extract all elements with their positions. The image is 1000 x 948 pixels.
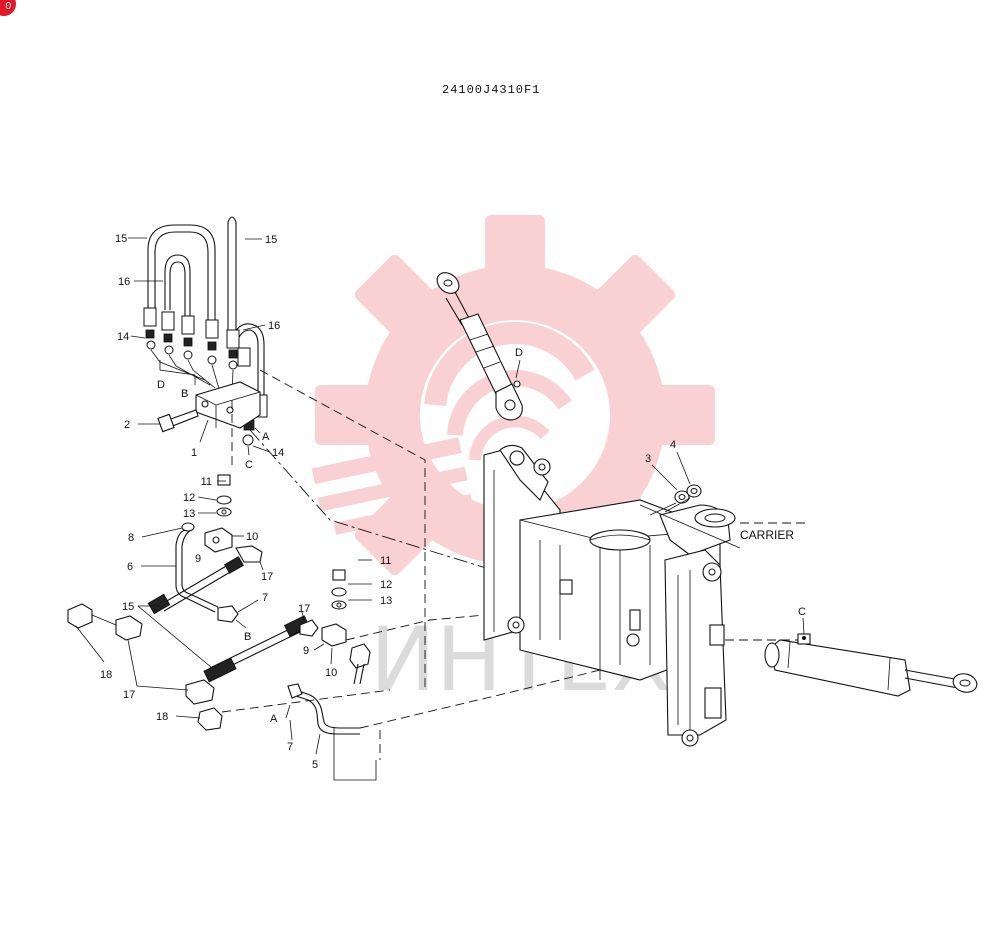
labels-upper: 15 15 16 16 14 D B A 14 C 2 1	[115, 233, 284, 471]
callout-15-right: 15	[265, 234, 277, 246]
callout-a-lower: A	[270, 713, 278, 725]
callout-c-upper: C	[245, 459, 253, 471]
callout-10-left: 10	[246, 531, 258, 543]
callout-17-center: 17	[298, 603, 310, 615]
callout-1: 1	[191, 447, 197, 459]
hose-assembly-upper	[143, 216, 268, 446]
carrier-label: CARRIER	[740, 528, 794, 542]
lower-cylinder	[764, 633, 978, 697]
callout-b-upper: B	[181, 388, 188, 400]
callout-10-center: 10	[325, 667, 337, 679]
callout-9-center: 9	[303, 645, 309, 657]
callout-17-mid: 17	[261, 571, 273, 583]
callout-17-lower: 17	[123, 689, 135, 701]
upper-cylinder	[436, 272, 523, 421]
labels-right: D 3 4 CARRIER C	[515, 347, 806, 635]
callout-4: 4	[670, 439, 676, 451]
callout-7-upper: 7	[262, 592, 268, 604]
carrier-bracket	[639, 504, 741, 747]
notification-badge: 0	[0, 0, 16, 16]
callout-9-left: 9	[195, 553, 201, 565]
callout-6: 6	[127, 561, 133, 573]
callout-13-center: 13	[380, 595, 392, 607]
callout-3: 3	[645, 453, 651, 465]
callout-12-left: 12	[183, 492, 195, 504]
callout-d-upper: D	[157, 379, 165, 391]
callout-14-left: 14	[117, 331, 129, 343]
labels-middle-left: 11 12 13 8 10 9 6 17 7 B 15 18 17 18	[75, 476, 273, 723]
labels-center: 11 12 13 17 9 10 A 7 5	[270, 555, 392, 771]
callout-2: 2	[124, 419, 130, 431]
callout-18-left: 18	[100, 669, 112, 681]
callout-5: 5	[312, 759, 318, 771]
callout-11-left: 11	[201, 476, 212, 488]
callout-15-left: 15	[115, 233, 127, 245]
callout-18-bottom: 18	[156, 711, 168, 723]
callout-16-left: 16	[118, 276, 130, 288]
callout-d-right: D	[515, 347, 523, 359]
pipe-assembly-center	[285, 569, 377, 781]
nut-parts	[649, 484, 702, 516]
callout-11-center: 11	[380, 555, 391, 567]
callout-13-left: 13	[183, 508, 195, 520]
callout-12-center: 12	[380, 579, 392, 591]
callout-15-lower: 15	[122, 601, 134, 613]
callout-7-lower: 7	[287, 741, 293, 753]
notification-count: 0	[5, 1, 11, 12]
callout-8: 8	[128, 532, 134, 544]
callout-14-right: 14	[272, 447, 284, 459]
callout-b-lower: B	[244, 631, 251, 643]
callout-c-right: C	[798, 606, 806, 618]
attachment-assembly	[436, 272, 978, 747]
drawing-code: 24100J4310F1	[442, 83, 540, 97]
pipe-assembly-middle	[67, 474, 311, 731]
callout-16-right: 16	[268, 320, 280, 332]
callout-a-upper: A	[262, 431, 270, 443]
